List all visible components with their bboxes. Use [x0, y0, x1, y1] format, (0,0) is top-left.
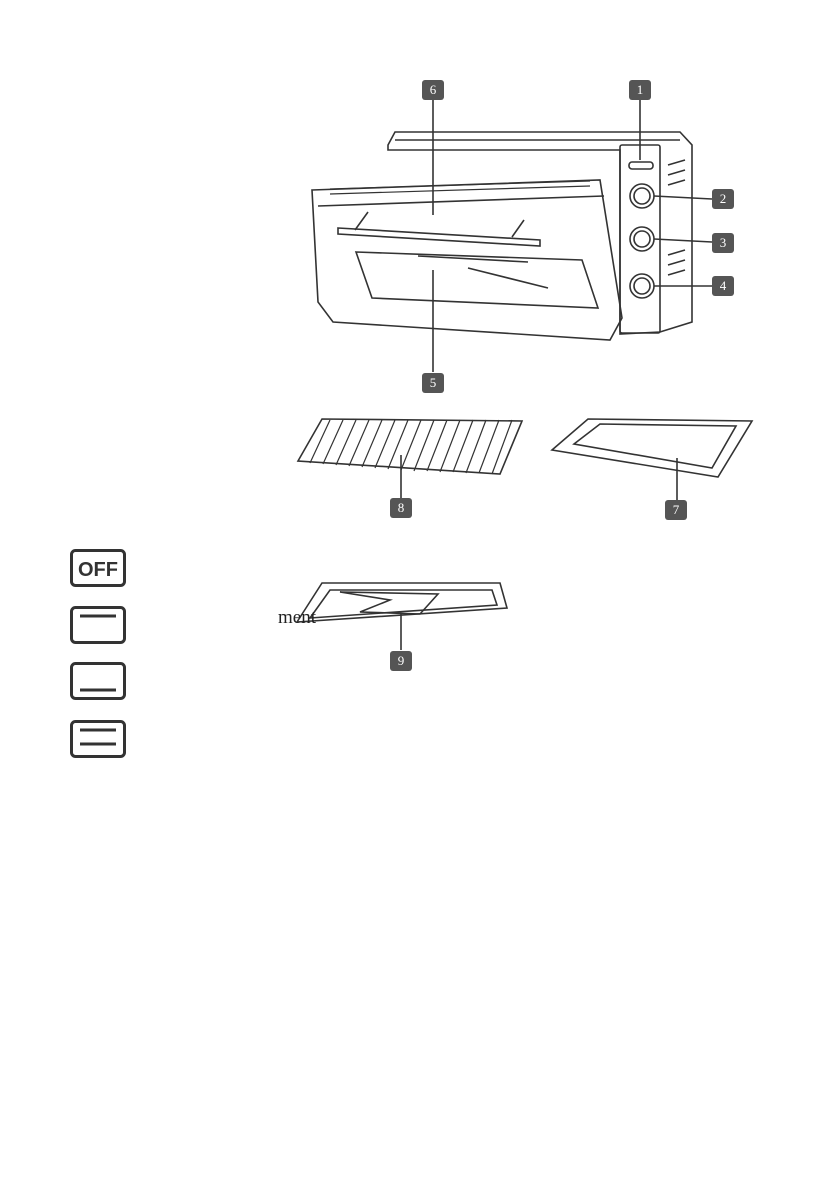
callout-2: 2	[712, 189, 734, 209]
indicator-light	[629, 162, 653, 169]
baking-tray	[552, 419, 752, 477]
callout-9: 9	[390, 651, 412, 671]
leader-3	[654, 239, 712, 242]
door-vents	[330, 181, 590, 194]
callout-8: 8	[390, 498, 412, 518]
side-vents	[668, 160, 685, 275]
top-bottom-heat-icon	[70, 720, 126, 758]
off-mode-icon: OFF	[70, 549, 126, 587]
callout-5: 5	[422, 373, 444, 393]
top-heat-icon	[70, 606, 126, 644]
door-handle	[338, 228, 540, 246]
door-window	[356, 252, 598, 308]
rack-wires	[310, 420, 512, 474]
callout-3: 3	[712, 233, 734, 253]
off-icon-label: OFF	[78, 559, 118, 581]
callout-4: 4	[712, 276, 734, 296]
callout-7: 7	[665, 500, 687, 520]
partial-label-text: ment	[278, 607, 316, 629]
callout-1: 1	[629, 80, 651, 100]
callout-6: 6	[422, 80, 444, 100]
bottom-heat-icon	[70, 662, 126, 700]
leader-2	[654, 196, 712, 199]
